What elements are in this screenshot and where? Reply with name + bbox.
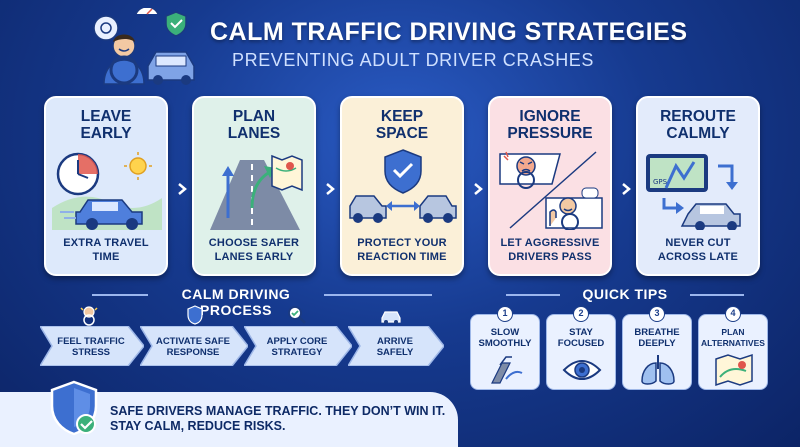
road-map-icon bbox=[210, 154, 303, 230]
magnifier-check-icon bbox=[288, 306, 306, 324]
process-step-arrive-safely: Arrive Safely bbox=[348, 326, 444, 366]
footer-message: Safe drivers manage traffic. They don’t … bbox=[110, 404, 450, 434]
tip-label: Plan Alternatives bbox=[701, 327, 765, 348]
strategy-card-keep-space: Keep Space Protect Your Reaction Time bbox=[340, 96, 464, 276]
chevron-right-icon bbox=[178, 183, 187, 195]
card-caption: Extra Travel Time bbox=[63, 237, 149, 263]
strategy-card-leave-early: Leave Early Extra Travel Time bbox=[44, 96, 168, 276]
lungs-icon bbox=[641, 355, 675, 385]
tips-title: Quick Tips bbox=[582, 286, 668, 302]
strategy-card-ignore-pressure: Ignore Pressure Let Aggressive Drivers P… bbox=[488, 96, 612, 276]
gps-reroute-icon: GPS bbox=[646, 154, 741, 230]
strategy-card-reroute-calmly: Reroute Calmly GPS Never Cut Across Late bbox=[636, 96, 760, 276]
process-step-apply-core-strategy: Apply Core Strategy bbox=[244, 326, 352, 366]
strategy-card-plan-lanes: Plan Lanes Choose Safer Lanes Early bbox=[192, 96, 316, 276]
divider bbox=[92, 294, 148, 296]
tip-card-breathe-deeply: Breathe Deeply bbox=[622, 314, 692, 390]
card-title: Reroute Calmly bbox=[660, 108, 736, 142]
tip-card-slow-smoothly: Slow Smoothly bbox=[470, 314, 540, 390]
header-driver-illustration-icon bbox=[93, 8, 195, 85]
map-icon bbox=[715, 353, 753, 387]
chevron-right-icon bbox=[474, 183, 483, 195]
tip-label: Stay Focused bbox=[557, 327, 605, 349]
tip-number: 1 bbox=[497, 306, 513, 322]
brake-pedal-icon bbox=[491, 356, 523, 384]
step-label: Arrive Safely bbox=[376, 336, 414, 358]
card-caption: Protect Your Reaction Time bbox=[357, 237, 447, 263]
card-title: Leave Early bbox=[80, 108, 132, 142]
footer-line-2: Stay calm, reduce risks. bbox=[110, 419, 286, 433]
angry-calm-driver-icon bbox=[499, 151, 603, 230]
shield-icon bbox=[187, 305, 203, 325]
chevron-right-icon bbox=[622, 183, 631, 195]
step-label: Activate Safe Response bbox=[155, 336, 231, 358]
card-caption: Let Aggressive Drivers Pass bbox=[500, 237, 600, 263]
tip-card-plan-alternatives: Plan Alternatives bbox=[698, 314, 768, 390]
process-step-activate-safe-response: Activate Safe Response bbox=[140, 326, 248, 366]
process-step-feel-traffic-stress: Feel Traffic Stress bbox=[40, 326, 144, 366]
car-icon bbox=[381, 311, 401, 324]
tip-card-stay-focused: Stay Focused bbox=[546, 314, 616, 390]
process-title: Calm Driving Process bbox=[181, 286, 291, 318]
tip-label: Slow Smoothly bbox=[478, 327, 532, 349]
card-caption: Choose Safer Lanes Early bbox=[208, 237, 300, 263]
divider bbox=[690, 294, 744, 296]
divider bbox=[324, 294, 432, 296]
chevron-right-icon bbox=[326, 183, 335, 195]
step-label: Apply Core Strategy bbox=[266, 336, 328, 358]
page-title: Calm Traffic Driving Strategies bbox=[210, 18, 688, 46]
tip-number: 3 bbox=[649, 306, 665, 322]
card-title: Keep Space bbox=[375, 108, 429, 142]
strategy-cards: Leave Early Extra Travel Time Plan Lanes bbox=[44, 96, 760, 276]
tip-number: 2 bbox=[573, 306, 589, 322]
tip-label: Breathe Deeply bbox=[634, 327, 680, 349]
card-caption: Never Cut Across Late bbox=[657, 237, 739, 263]
tip-number: 4 bbox=[725, 306, 741, 322]
shield-gap-icon bbox=[349, 149, 457, 223]
divider bbox=[506, 294, 560, 296]
card-title: Plan Lanes bbox=[227, 108, 281, 142]
footer-line-1: Safe drivers manage traffic. They don’t … bbox=[110, 404, 446, 418]
svg-text:GPS: GPS bbox=[653, 178, 668, 186]
eye-icon bbox=[562, 360, 602, 380]
shield-check-icon bbox=[50, 380, 98, 436]
step-label: Feel Traffic Stress bbox=[57, 336, 125, 358]
page-subtitle: Preventing Adult Driver Crashes bbox=[232, 50, 595, 70]
card-title: Ignore Pressure bbox=[507, 108, 593, 142]
clock-sun-car-icon bbox=[52, 152, 162, 230]
stressed-driver-icon bbox=[80, 306, 98, 326]
